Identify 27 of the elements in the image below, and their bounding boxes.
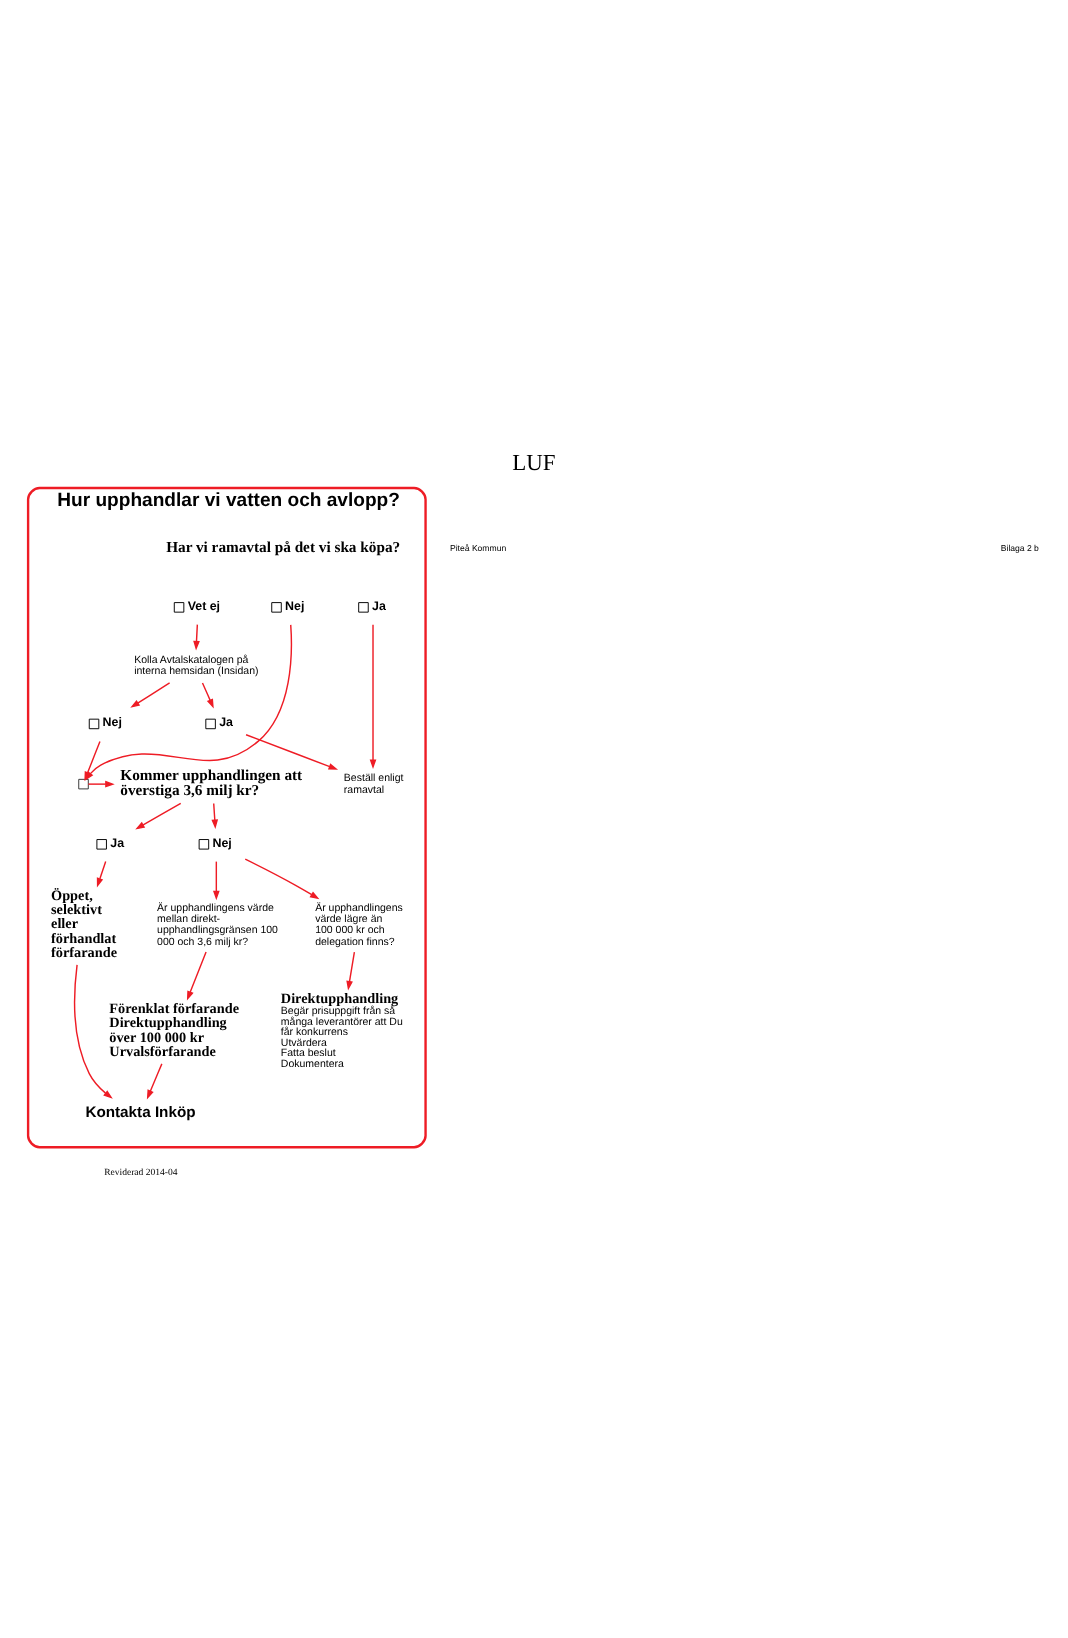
arrow bbox=[146, 1063, 163, 1100]
node-text: Kommer upphandlingen att överstiga 3,6 milj kr? bbox=[120, 766, 303, 800]
node-box bbox=[358, 602, 369, 613]
arrow bbox=[130, 682, 171, 708]
node-text: Har vi ramavtal på det vi ska köpa? bbox=[166, 537, 401, 556]
arrow bbox=[346, 951, 356, 991]
arrow bbox=[73, 964, 113, 1099]
arrow bbox=[244, 858, 320, 900]
arrow bbox=[186, 951, 207, 1001]
node-box bbox=[205, 718, 216, 730]
diagram-title: LUF bbox=[512, 451, 556, 476]
node-box bbox=[88, 718, 100, 730]
node-box bbox=[173, 602, 185, 613]
arrow bbox=[212, 860, 220, 901]
arrow bbox=[369, 624, 377, 770]
arrow bbox=[135, 802, 182, 830]
node-text: Kontakta Inköp bbox=[85, 1103, 196, 1122]
node-box bbox=[198, 839, 210, 850]
arrow bbox=[193, 623, 200, 651]
arrow bbox=[211, 802, 219, 829]
node-box bbox=[271, 602, 282, 613]
arrow bbox=[87, 780, 115, 788]
node-box bbox=[78, 778, 89, 790]
node-box bbox=[96, 839, 107, 850]
arrow bbox=[245, 734, 339, 770]
arrow bbox=[201, 682, 214, 709]
arrow bbox=[96, 860, 107, 888]
